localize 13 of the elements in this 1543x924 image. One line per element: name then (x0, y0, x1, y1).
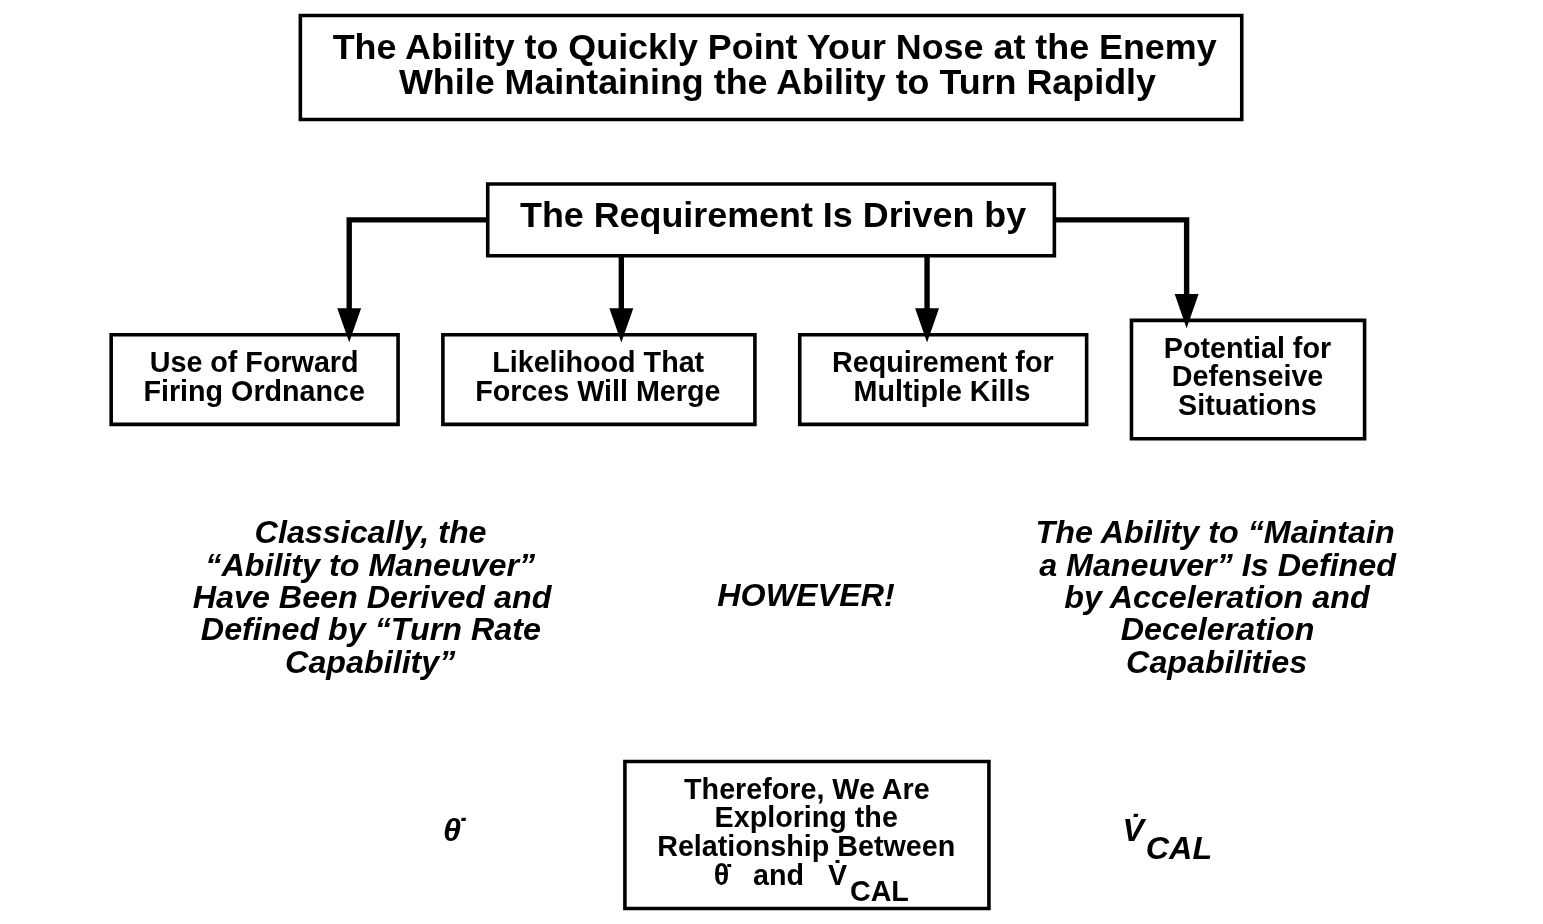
arrow (915, 256, 939, 343)
node-box: The Ability to Quickly Point Your Nose at the Enemy While Maintaining the Ability to Turn Rapidly (298, 13, 1244, 122)
node-box: Likelihood That Forces Will Merge (441, 332, 757, 427)
node-box: The Requirement Is Driven by (485, 182, 1057, 258)
node-box: Potential for Defenseive Situations (1129, 318, 1367, 441)
label: Classically, the “Ability to Maneuver” Have Been Derived and Defined by “Turn Rate Capability” (192, 514, 552, 680)
node-box: Use of Forward Firing Ordnance (109, 332, 400, 427)
node-box: Requirement for Multiple Kills (797, 332, 1089, 427)
arrow (609, 256, 634, 343)
label: The Ability to “Maintain a Maneuver” Is Defined by Acceleration and Deceleration Capabilities (1035, 514, 1396, 680)
arrow (337, 217, 488, 343)
label: HOWEVER! (717, 577, 895, 614)
arrow (1054, 217, 1199, 329)
